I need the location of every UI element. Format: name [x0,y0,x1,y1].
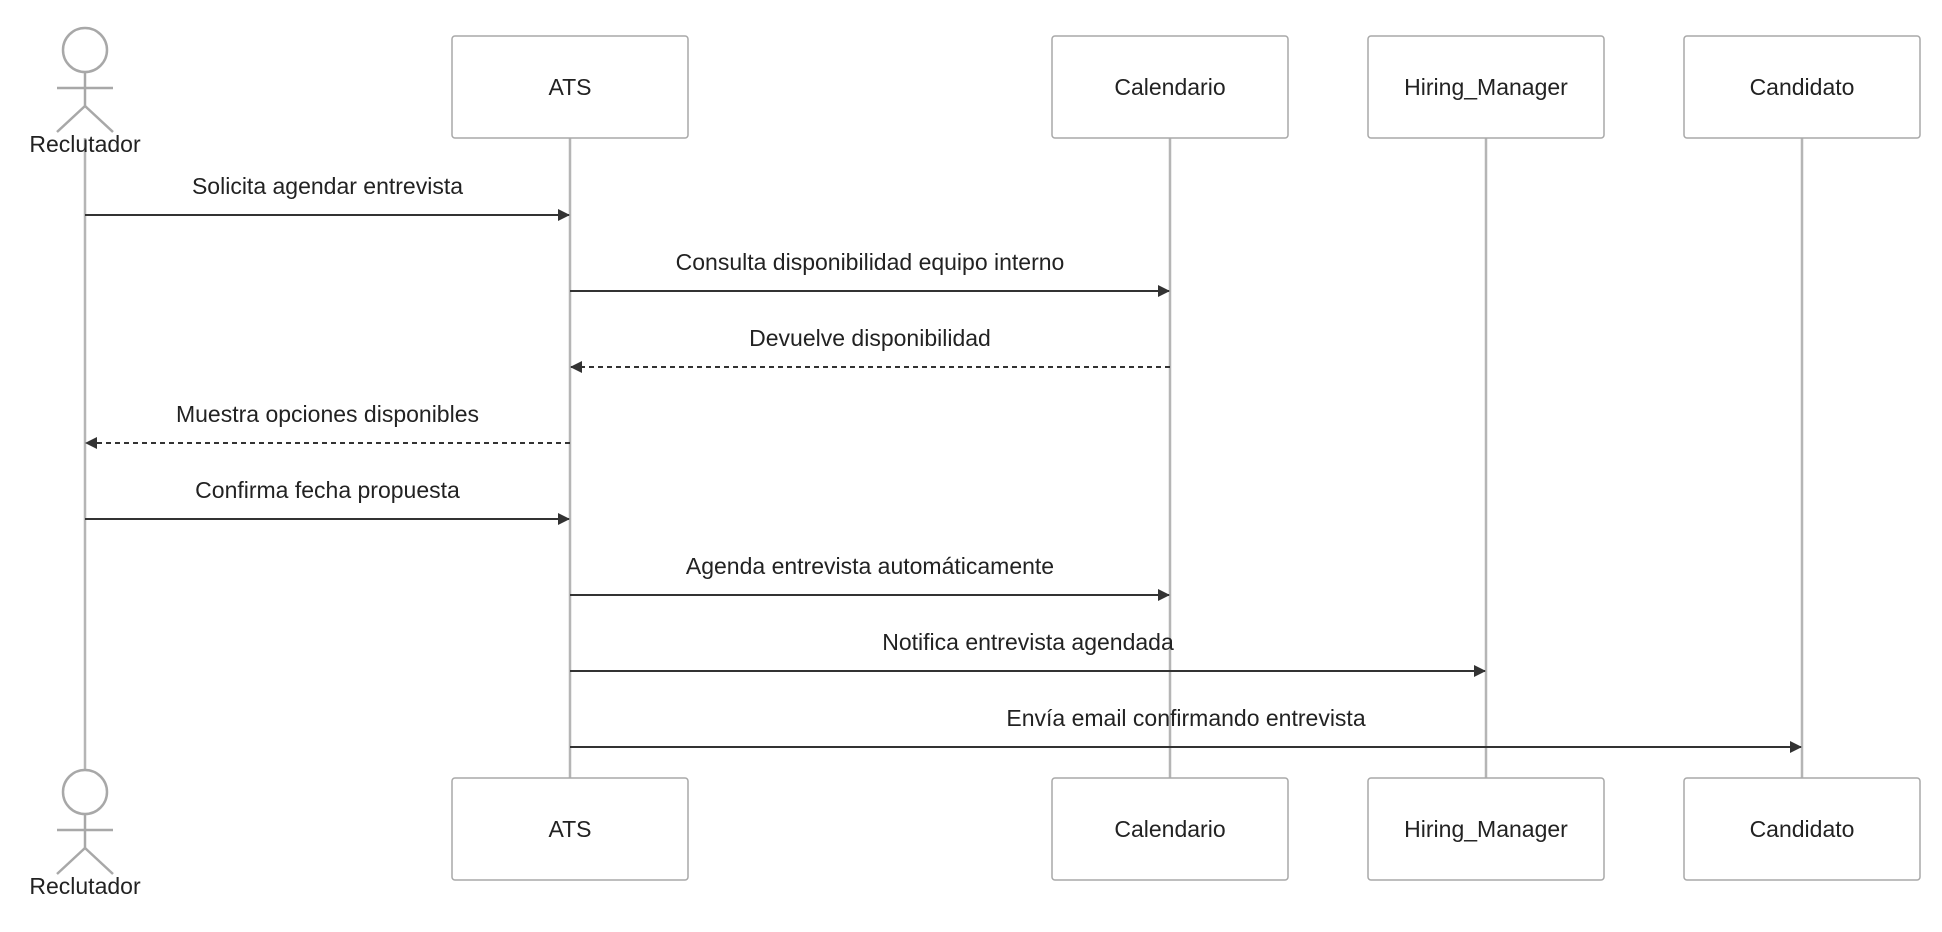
actor-leg-right [84,105,114,133]
participant-box [451,35,689,139]
actor-label: Reclutador [29,873,141,899]
participant-box [451,777,689,881]
participant-box [1051,777,1289,881]
participant-box [1367,777,1605,881]
message-4: Muestra opciones disponibles [85,401,570,449]
message-2: Consulta disponibilidad equipo interno [570,249,1170,297]
participant-candidato-bottom: Candidato [1683,777,1921,881]
participant-label: Calendario [1114,74,1225,100]
message-1: Solicita agendar entrevista [85,173,570,221]
participant-label: Hiring_Manager [1404,816,1568,842]
message-6: Agenda entrevista automáticamente [570,553,1170,601]
participants-bottom: Reclutador ATS Calendario Hiring_Manager Can… [29,768,1921,899]
participant-label: Candidato [1750,816,1855,842]
participants-top: Reclutador ATS Calendario Hiring_Manager Can… [29,26,1921,157]
participant-label: ATS [548,816,591,842]
message-label: Confirma fecha propuesta [195,477,460,503]
message-label: Consulta disponibilidad equipo interno [676,249,1065,275]
message-label: Devuelve disponibilidad [749,325,991,351]
participant-label: Candidato [1750,74,1855,100]
participant-box [1683,35,1921,139]
message-7: Notifica entrevista agendada [570,629,1486,677]
participant-label: ATS [548,74,591,100]
participant-label: Hiring_Manager [1404,74,1568,100]
participant-ats-bottom: ATS [451,777,689,881]
message-3: Devuelve disponibilidad [570,325,1170,373]
participant-ats-top: ATS [451,35,689,139]
actor-head [61,768,109,816]
participant-label: Calendario [1114,816,1225,842]
message-5: Confirma fecha propuesta [85,477,570,525]
message-label: Envía email confirmando entrevista [1006,705,1365,731]
message-label: Muestra opciones disponibles [176,401,479,427]
participant-box [1051,35,1289,139]
actor-reclutador-top: Reclutador [29,26,141,157]
participant-candidato-top: Candidato [1683,35,1921,139]
actor-leg-right [84,847,114,875]
actor-leg-left [56,847,86,875]
actor-reclutador-bottom: Reclutador [29,768,141,899]
lifelines [83,138,1804,778]
participant-hiring_manager-bottom: Hiring_Manager [1367,777,1605,881]
actor-leg-left [56,105,86,133]
participant-hiring_manager-top: Hiring_Manager [1367,35,1605,139]
participant-box [1367,35,1605,139]
message-label: Notifica entrevista agendada [882,629,1174,655]
message-label: Solicita agendar entrevista [192,173,463,199]
participant-calendario-bottom: Calendario [1051,777,1289,881]
actor-label: Reclutador [29,131,141,157]
actor-head [61,26,109,74]
message-8: Envía email confirmando entrevista [570,705,1802,753]
participant-calendario-top: Calendario [1051,35,1289,139]
message-label: Agenda entrevista automáticamente [686,553,1054,579]
participant-box [1683,777,1921,881]
